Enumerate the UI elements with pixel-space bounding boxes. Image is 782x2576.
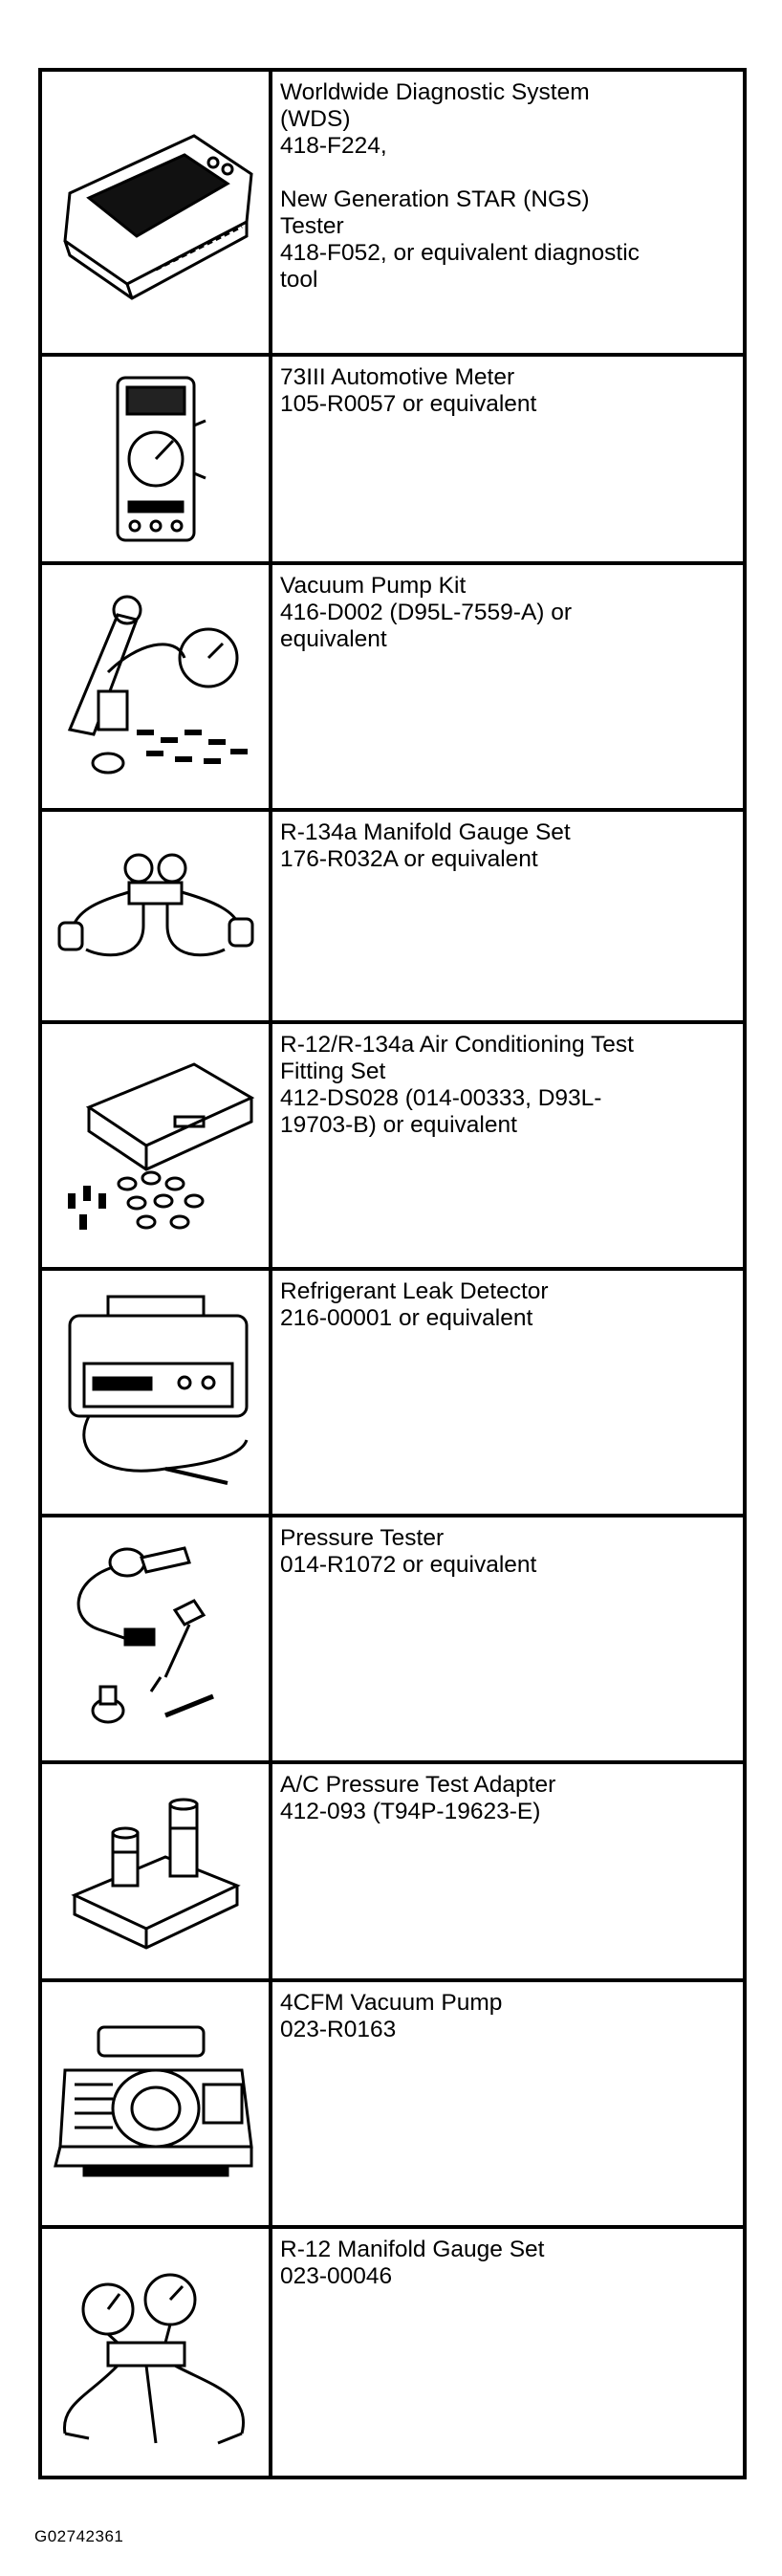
tool-text-line: 4CFM Vacuum Pump: [280, 1990, 503, 2016]
tool-row: Vacuum Pump Kit 416-D002 (D95L-7559-A) o…: [38, 561, 747, 812]
diagnostic-tester-icon: [62, 134, 253, 300]
vacuum-pump-icon: [53, 2025, 253, 2177]
pressure-test-adapter-icon: [70, 1798, 241, 1950]
tool-text-line: 418-F224,: [280, 133, 387, 159]
tool-image-cell: [38, 1267, 272, 1517]
tool-image-cell: [38, 353, 272, 565]
tool-row: A/C Pressure Test Adapter 412-093 (T94P-…: [38, 1760, 747, 1982]
tool-text-line: A/C Pressure Test Adapter: [280, 1772, 556, 1798]
tool-text-line: equivalent: [280, 626, 387, 652]
tool-image-cell: [38, 1978, 272, 2229]
tool-image-cell: [38, 561, 272, 812]
tool-text-line: New Generation STAR (NGS): [280, 186, 590, 212]
tool-text-line: Worldwide Diagnostic System: [280, 79, 590, 105]
figure-id-label: G02742361: [34, 2527, 124, 2545]
tool-row: Worldwide Diagnostic System (WDS) 418-F2…: [38, 68, 747, 357]
tool-text-line: Fitting Set: [280, 1059, 386, 1084]
tool-image-cell: [38, 1514, 272, 1764]
tool-image-cell: [38, 2225, 272, 2479]
tool-text-line: Refrigerant Leak Detector: [280, 1278, 549, 1304]
tool-row: 4CFM Vacuum Pump 023-R0163: [38, 1978, 747, 2229]
tool-text-line: 19703-B) or equivalent: [280, 1112, 517, 1138]
vacuum-pump-kit-icon: [67, 595, 248, 775]
tool-text-line: Pressure Tester: [280, 1525, 445, 1551]
tool-description: 73III Automotive Meter 105-R0057 or equi…: [269, 353, 747, 565]
tool-description: Vacuum Pump Kit 416-D002 (D95L-7559-A) o…: [269, 561, 747, 812]
tool-description: Refrigerant Leak Detector 216-00001 or e…: [269, 1267, 747, 1517]
tool-text-line: R-12/R-134a Air Conditioning Test: [280, 1032, 634, 1058]
tool-description: 4CFM Vacuum Pump 023-R0163: [269, 1978, 747, 2229]
tool-text-line: 412-093 (T94P-19623-E): [280, 1799, 541, 1824]
tool-description: R-12/R-134a Air Conditioning Test Fittin…: [269, 1020, 747, 1271]
test-fitting-set-icon: [67, 1062, 254, 1230]
manifold-gauge-set-icon: [57, 853, 254, 957]
tool-text-line: 176-R032A or equivalent: [280, 846, 538, 872]
tool-row: R-12/R-134a Air Conditioning Test Fittin…: [38, 1020, 747, 1271]
tool-text-line: Tester: [280, 213, 344, 239]
tool-row: Refrigerant Leak Detector 216-00001 or e…: [38, 1267, 747, 1517]
r12-manifold-gauge-icon: [62, 2273, 245, 2445]
tool-description: Worldwide Diagnostic System (WDS) 418-F2…: [269, 68, 747, 357]
tool-image-cell: [38, 1020, 272, 1271]
tool-text-line: 014-R1072 or equivalent: [280, 1552, 537, 1578]
tool-row: R-134a Manifold Gauge Set 176-R032A or e…: [38, 808, 747, 1024]
tool-text-spacer: [280, 160, 735, 186]
tool-text-line: 023-00046: [280, 2263, 393, 2289]
pressure-tester-icon: [76, 1546, 214, 1724]
special-tools-table: Worldwide Diagnostic System (WDS) 418-F2…: [38, 68, 747, 2479]
tool-description: Pressure Tester 014-R1072 or equivalent: [269, 1514, 747, 1764]
tool-text-line: 023-R0163: [280, 2017, 397, 2042]
leak-detector-icon: [68, 1295, 248, 1485]
tool-image-cell: [38, 68, 272, 357]
tool-text-line: 73III Automotive Meter: [280, 364, 515, 390]
tool-description: A/C Pressure Test Adapter 412-093 (T94P-…: [269, 1760, 747, 1982]
tool-text-line: 418-F052, or equivalent diagnostic: [280, 240, 640, 266]
tool-image-cell: [38, 1760, 272, 1982]
tool-image-cell: [38, 808, 272, 1024]
tool-text-line: 412-DS028 (014-00333, D93L-: [280, 1085, 602, 1111]
tool-description: R-134a Manifold Gauge Set 176-R032A or e…: [269, 808, 747, 1024]
tool-text-line: 105-R0057 or equivalent: [280, 391, 537, 417]
tool-row: 73III Automotive Meter 105-R0057 or equi…: [38, 353, 747, 565]
tool-row: Pressure Tester 014-R1072 or equivalent: [38, 1514, 747, 1764]
tool-description: R-12 Manifold Gauge Set 023-00046: [269, 2225, 747, 2479]
tool-text-line: tool: [280, 267, 318, 293]
automotive-meter-icon: [116, 376, 206, 542]
tool-text-line: 216-00001 or equivalent: [280, 1305, 533, 1331]
tool-text-line: R-12 Manifold Gauge Set: [280, 2237, 545, 2262]
tool-text-line: Vacuum Pump Kit: [280, 573, 467, 599]
tool-row: R-12 Manifold Gauge Set 023-00046: [38, 2225, 747, 2479]
tool-text-line: R-134a Manifold Gauge Set: [280, 819, 571, 845]
tool-text-line: 416-D002 (D95L-7559-A) or: [280, 600, 573, 625]
tool-text-line: (WDS): [280, 106, 351, 132]
